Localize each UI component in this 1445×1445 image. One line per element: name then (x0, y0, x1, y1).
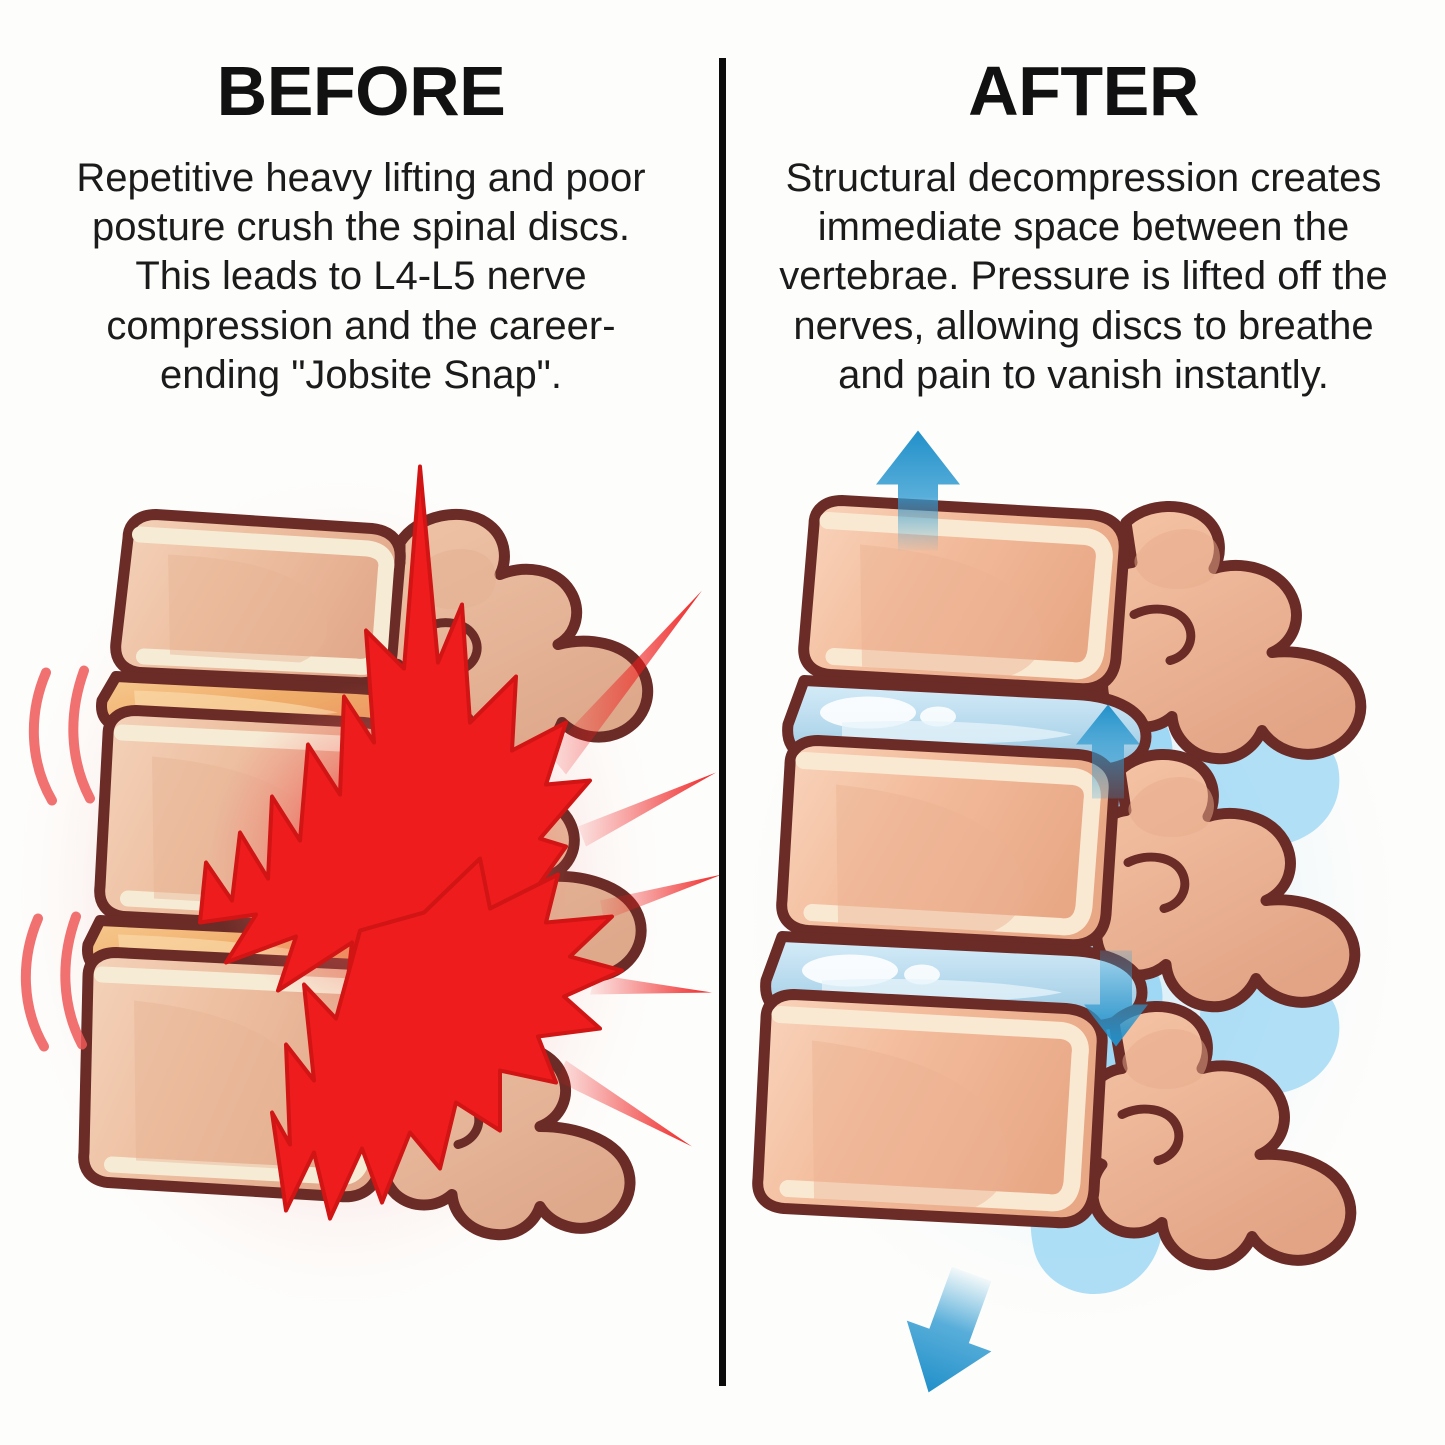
motion-arc-upper-inner (68, 665, 95, 804)
compressed-spine-illustration (5, 462, 722, 1323)
vertebra-top-inner-shading (168, 554, 328, 663)
healthy-vertebra-top (798, 494, 1367, 765)
before-heading: BEFORE (216, 52, 506, 130)
healthy-vertebra-top-inner-shading (860, 544, 1042, 677)
healthy-vertebra-middle-cortical-rim (795, 751, 1101, 936)
healthy-vertebra-top-body (798, 494, 1130, 695)
healthy-vertebra-middle-process-shadow (1128, 776, 1214, 837)
traction-arrow-down-bottom-shape (906, 1266, 992, 1393)
after-description-text: Structural decompression creates immedia… (779, 156, 1388, 397)
healthy-vertebra-bottom-facet-notch (1117, 1104, 1184, 1165)
after-panel: AFTER Structural decompression creates i… (722, 0, 1445, 1445)
healthy-vertebra-bottom (752, 988, 1357, 1271)
healthy-vertebra-bottom-process-shadow (1122, 1028, 1208, 1089)
vertebra-bottom-inner-shading (134, 1000, 314, 1169)
vertebra-top-facet-notch (420, 618, 482, 675)
foramen-arrow-up-upper (1076, 704, 1140, 799)
pain-burst-lower-shape (270, 856, 624, 1221)
healthy-vertebra-middle-inner-shading (836, 784, 1024, 933)
healthy-disc-lower-highlight-large (802, 954, 898, 987)
healthy-vertebra-top-facet-notch (1129, 604, 1196, 665)
before-panel: BEFORE Repetitive heavy lifting and poor… (0, 0, 722, 1445)
panel-divider (719, 58, 726, 1386)
after-illustration-container (722, 400, 1445, 1445)
healthy-vertebra-middle (776, 734, 1361, 1013)
pain-spike-bottom-right (556, 1060, 692, 1147)
motion-arcs-upper (28, 665, 95, 806)
pain-spike-upper-right (548, 590, 702, 775)
pain-spike-lower-right (590, 974, 712, 995)
pain-spike-mid-right-upper (578, 772, 716, 847)
healthy-vertebra-bottom-cortical-rim (771, 1005, 1089, 1212)
foramen-arrow-down-lower-shape (1084, 950, 1148, 1047)
healthy-vertebra-bottom-body (752, 988, 1108, 1229)
traction-arrow-up-top (876, 430, 960, 551)
healthy-vertebra-bottom-inner-shading (812, 1040, 1008, 1209)
healthy-vertebra-top-process-shadow (1134, 528, 1220, 589)
before-description-text: Repetitive heavy lifting and poor postur… (76, 156, 646, 397)
pain-spike-mid-right (600, 874, 722, 921)
traction-arrow-up-top-shape (876, 430, 960, 551)
healthy-vertebra-middle-body (776, 734, 1120, 951)
foramen-arrow-up-upper-shape (1076, 704, 1140, 799)
motion-arc-lower-outer (20, 913, 49, 1052)
pain-burst-upper-shape (198, 464, 592, 999)
decompressed-spine-illustration (732, 430, 1412, 1393)
motion-arc-upper-outer (28, 667, 57, 806)
motion-arc-lower-inner (60, 911, 87, 1050)
pain-radiating-spikes (548, 590, 722, 1147)
pain-burst-lower (270, 856, 624, 1221)
pain-burst-upper (198, 464, 592, 999)
motion-arcs-lower (20, 911, 87, 1052)
healthy-vertebra-top-cortical-rim (819, 511, 1113, 680)
healthy-disc-upper-highlight-large (820, 696, 916, 729)
traction-arrow-down-bottom (906, 1266, 992, 1393)
healthy-disc-upper-sheen (842, 720, 1072, 744)
healthy-vertebra-middle-facet-notch (1123, 852, 1190, 913)
vertebra-top-cortical-rim (132, 526, 395, 675)
foramen-arrow-down-lower (1084, 950, 1148, 1047)
after-heading: AFTER (968, 52, 1199, 130)
before-illustration-container (0, 400, 722, 1445)
